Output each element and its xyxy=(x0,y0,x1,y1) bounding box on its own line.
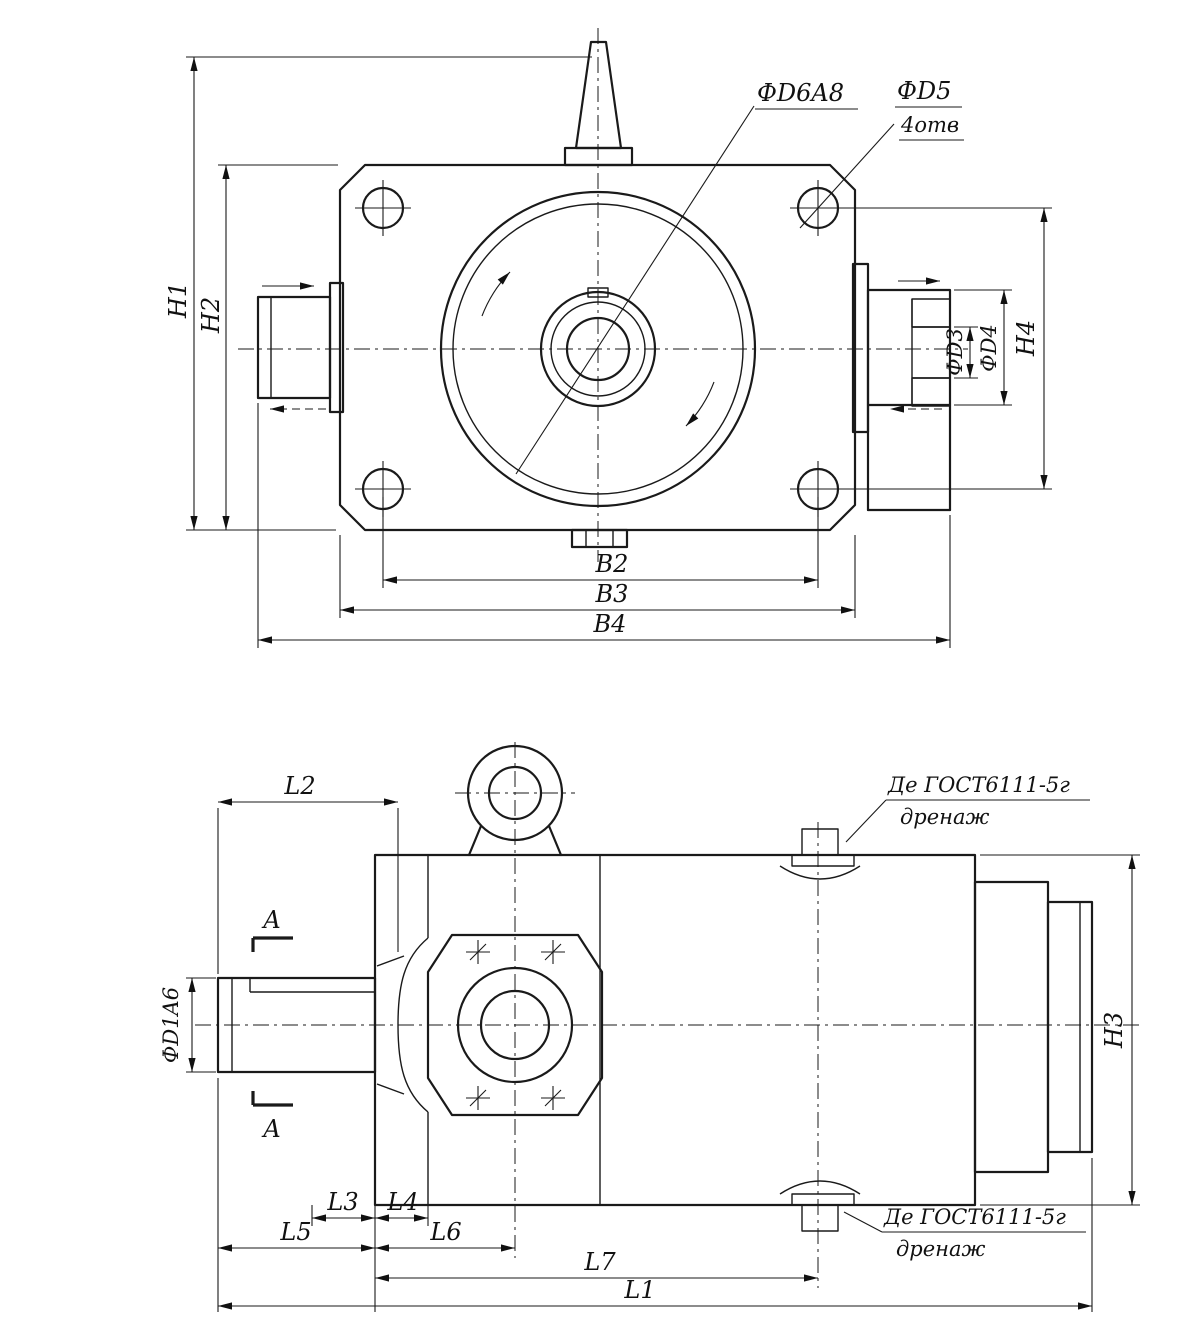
hex-boss xyxy=(426,933,604,1117)
dim-b3: B3 xyxy=(595,580,629,608)
bore-mid-circle xyxy=(550,301,646,397)
drain-bottom-note: дренаж xyxy=(896,1237,986,1261)
section-label-top: A xyxy=(261,906,280,934)
callout-hole-count: 4отв xyxy=(900,113,959,137)
dim-h2: H2 xyxy=(197,297,225,334)
keyway-slot xyxy=(587,287,609,298)
dim-d3: ФD3 xyxy=(943,328,967,376)
dim-l1: L1 xyxy=(623,1276,655,1304)
top-shaft-base xyxy=(563,146,634,167)
bore-outer-circle xyxy=(539,290,657,408)
rotation-arrow-right xyxy=(685,381,715,427)
flange-inner-circle xyxy=(452,203,744,495)
right-port xyxy=(851,262,952,512)
dim-h1: H1 xyxy=(164,282,192,319)
side-view-dimensions: ФD1A6 L2 H3 L3 L4 L5 L6 L7 L1 xyxy=(159,772,1140,1312)
drain-plug-bottom xyxy=(779,1180,861,1232)
callout-hole-dia: ФD5 xyxy=(897,77,951,105)
bushing-section-bottom xyxy=(911,377,951,407)
pump-body xyxy=(373,853,977,1207)
drain-bottom-spec: Де ГОСТ6111-5г xyxy=(883,1205,1066,1229)
bushing-section-top xyxy=(911,298,951,328)
side-view: A A xyxy=(195,742,1142,1288)
dim-d4: ФD4 xyxy=(977,324,1001,372)
top-view-dimensions: H1 H2 H4 ФD4 ФD3 B2 B3 B4 xyxy=(164,56,1052,648)
flange-profile-curve xyxy=(397,937,429,1113)
drain-annotation-bottom: Де ГОСТ6111-5г дренаж xyxy=(843,1205,1086,1261)
drain-top-note: дренаж xyxy=(900,805,990,829)
dim-l6: L6 xyxy=(429,1218,461,1246)
dim-shaft-dia: ФD1A6 xyxy=(159,987,183,1063)
dim-l4: L4 xyxy=(386,1188,418,1216)
section-label-bottom: A xyxy=(261,1115,280,1143)
lifting-eye xyxy=(466,744,564,857)
rear-steps xyxy=(973,880,1094,1174)
dim-l7: L7 xyxy=(583,1248,616,1276)
bolt-centers xyxy=(466,940,565,1110)
dim-h3: H3 xyxy=(1100,1012,1128,1049)
dim-l5: L5 xyxy=(279,1218,311,1246)
bore-shaft-circle xyxy=(565,316,631,382)
drain-top-spec: Де ГОСТ6111-5г xyxy=(887,773,1070,797)
section-marks: A A xyxy=(251,906,293,1143)
drain-annotation-top: Де ГОСТ6111-5г дренаж xyxy=(845,773,1090,843)
top-view xyxy=(238,28,968,562)
dim-l3: L3 xyxy=(326,1188,358,1216)
rotation-arrow-left xyxy=(481,271,511,317)
dim-b2: B2 xyxy=(595,550,629,578)
drive-shaft xyxy=(216,976,377,1074)
left-port xyxy=(256,281,345,414)
dim-l2: L2 xyxy=(283,772,315,800)
drain-plug-top xyxy=(779,828,861,880)
mounting-holes xyxy=(355,180,846,517)
dim-h4: H4 xyxy=(1012,320,1040,357)
callout-center-bore: ФD6A8 xyxy=(757,79,844,107)
bottom-boss xyxy=(570,528,629,549)
pump-housing-outline xyxy=(338,163,857,532)
flange-outer-circle xyxy=(439,190,757,508)
dim-b4: B4 xyxy=(593,610,627,638)
